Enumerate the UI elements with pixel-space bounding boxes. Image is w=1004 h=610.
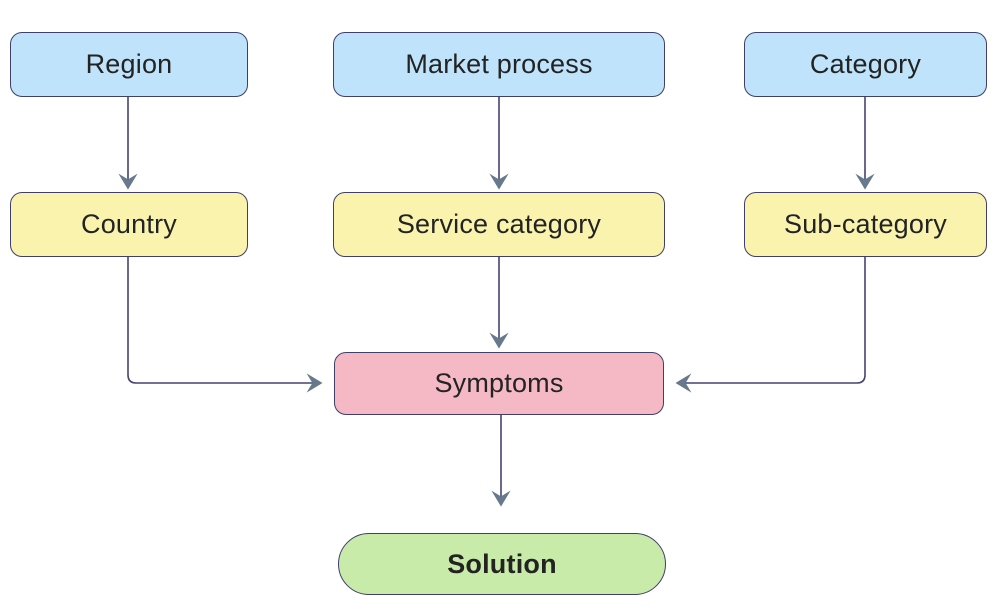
node-sub-category-label: Sub-category — [784, 209, 947, 239]
node-country-label: Country — [81, 209, 177, 239]
arrow-sub-category-symptoms — [675, 257, 866, 393]
node-sub-category: Sub-category — [744, 192, 987, 257]
node-category: Category — [744, 32, 987, 97]
node-service-category-label: Service category — [396, 209, 602, 239]
node-region-label: Region — [85, 49, 173, 79]
node-market-process-label: Market process — [405, 49, 593, 79]
node-symptoms: Symptoms — [334, 352, 664, 415]
node-country: Country — [10, 192, 248, 257]
node-service-category: Service category — [333, 192, 665, 257]
node-symptoms-label: Symptoms — [434, 368, 564, 398]
arrow-country-symptoms — [127, 257, 323, 393]
node-solution: Solution — [338, 533, 666, 595]
node-market-process: Market process — [333, 32, 665, 97]
node-category-label: Category — [809, 49, 922, 79]
node-solution-label: Solution — [447, 548, 557, 579]
node-region: Region — [10, 32, 248, 97]
